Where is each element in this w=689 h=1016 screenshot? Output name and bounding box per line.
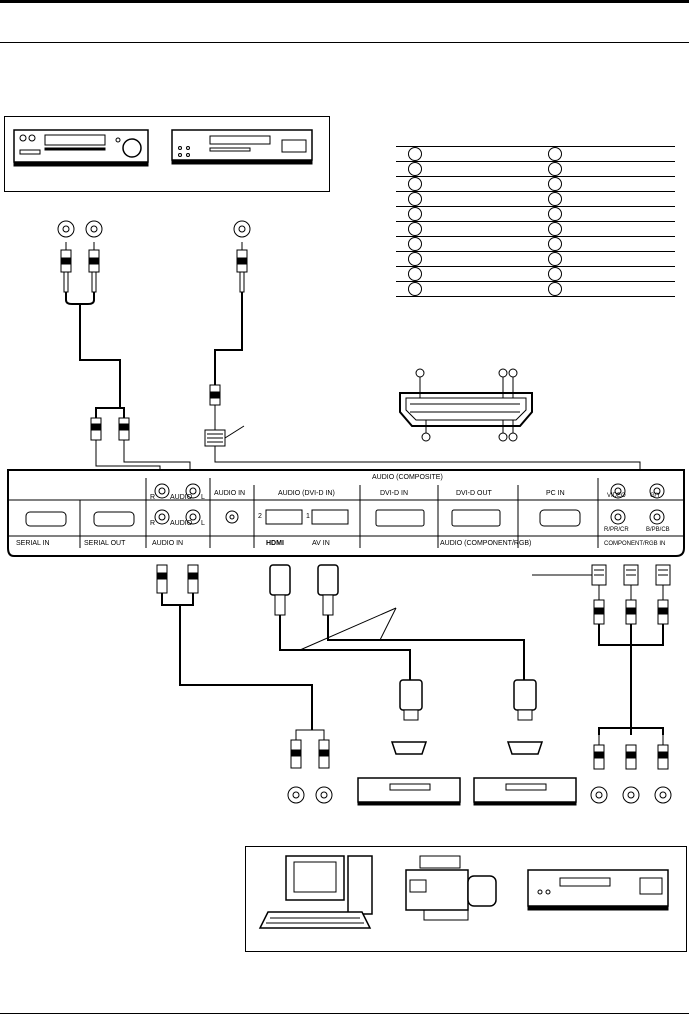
computer-icon — [258, 855, 373, 929]
b-pb-cb-label: B/PB/CB — [646, 527, 670, 533]
audio-in-label-1: AUDIO IN — [152, 540, 184, 547]
l-top-label: L — [201, 494, 205, 501]
hdmi-pin-table — [396, 136, 675, 297]
bnc-adapter-icon — [204, 429, 226, 447]
subheader-rule — [0, 42, 689, 43]
l-bottom-label: L — [201, 520, 205, 527]
hdmi-connector-icon — [399, 368, 533, 442]
component-rgb-in-label: COMPONENT/RGB IN — [604, 541, 666, 547]
audio-dvi-label: AUDIO (DVI-D IN) — [278, 490, 335, 497]
dvd-recorder-icon — [527, 869, 669, 911]
audio-in-jack-label: AUDIO IN — [214, 490, 246, 497]
dvi-d-out-label: DVI-D OUT — [456, 490, 492, 497]
r-top-label: R — [150, 494, 156, 501]
dvd-recorder-icon — [357, 777, 577, 806]
footer-rule — [0, 1013, 689, 1014]
dvd-player-icon — [171, 129, 313, 165]
header-rule — [0, 0, 689, 3]
serial-in-label: SERIAL IN — [16, 540, 50, 547]
hdmi-2-label: 2 — [258, 513, 262, 520]
dvi-d-in-label: DVI-D IN — [380, 490, 408, 497]
r-pr-cr-label: R/PR/CR — [604, 527, 629, 533]
serial-out-label: SERIAL OUT — [84, 540, 126, 547]
vcr-icon — [13, 129, 149, 167]
camcorder-icon — [405, 855, 497, 921]
video-label: VIDEO — [607, 493, 626, 499]
rca-plug-icon — [60, 242, 248, 293]
av-in-label: AV IN — [312, 540, 330, 547]
audio-component-label: AUDIO (COMPONENT/RGB) — [440, 540, 532, 547]
hdmi-logo: HDMI — [266, 540, 284, 547]
audio-label-bottom: AUDIO — [170, 520, 193, 527]
g-y-label: G/Y — [650, 493, 661, 499]
audio-label-top: AUDIO — [170, 494, 193, 501]
pc-in-label: PC IN — [546, 490, 565, 497]
r-bottom-label: R — [150, 520, 156, 527]
audio-composite-label: AUDIO (COMPOSITE) — [372, 474, 443, 481]
hdmi-1-label: 1 — [306, 513, 310, 520]
